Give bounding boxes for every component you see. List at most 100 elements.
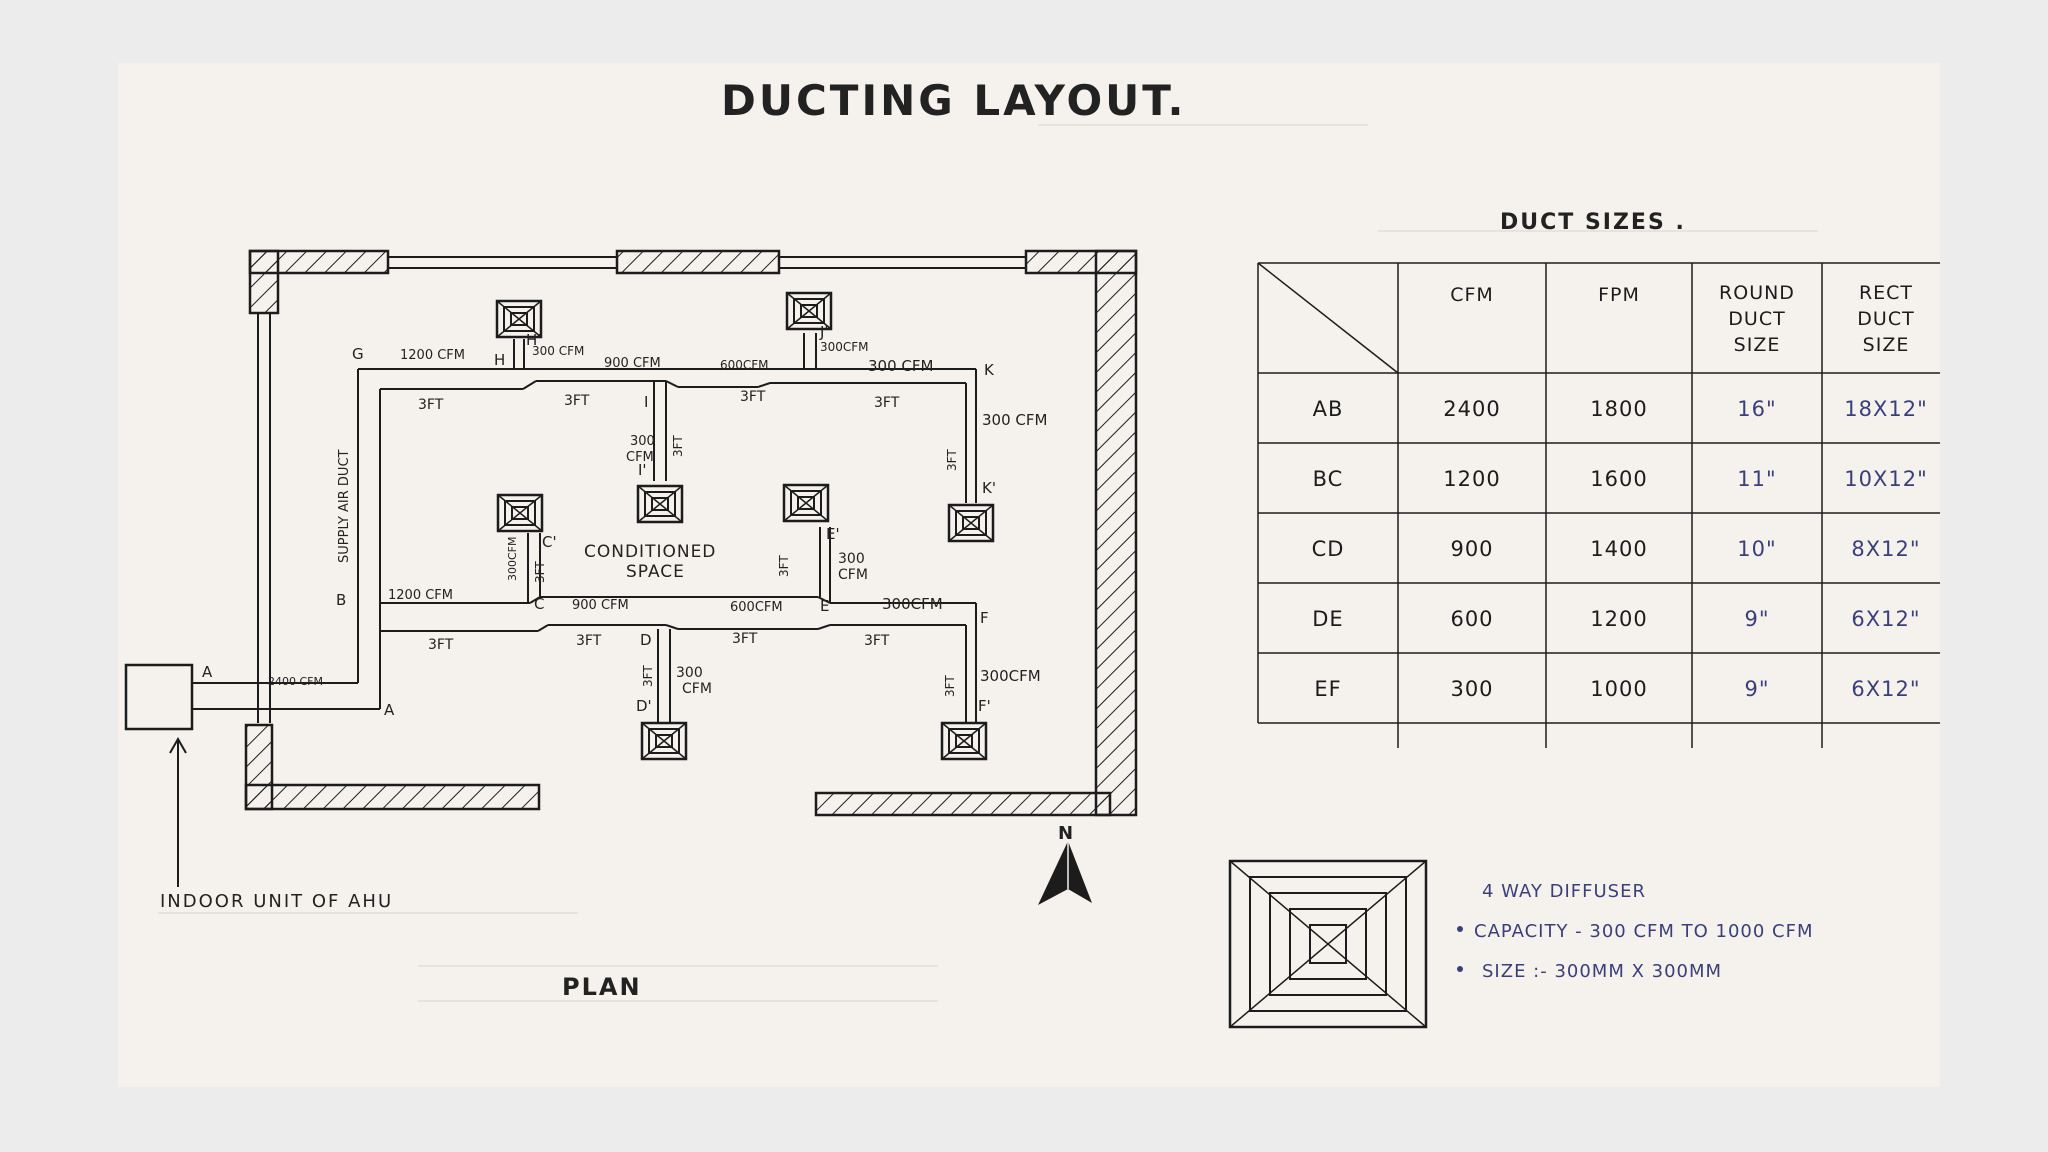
table-header-cell: SIZE (1863, 334, 1910, 356)
table-fpm-cell: 1400 (1590, 537, 1647, 561)
flow-d-prime-1: 300 (676, 665, 703, 681)
indoor-unit-label: INDOOR UNIT OF AHU (160, 891, 393, 912)
ducting-drawing: DUCTING LAYOUT. (124, 76, 1940, 1029)
table-header-cell: DUCT (1728, 308, 1785, 330)
node-c: C (534, 595, 544, 613)
table-corner-diagonal (1257, 262, 1399, 374)
flow-e-f: 300CFM (882, 595, 943, 613)
node-k: K (984, 361, 995, 379)
drawing-title: DUCTING LAYOUT. (721, 76, 1187, 125)
node-a2: A (384, 701, 395, 719)
node-f-prime: F' (978, 697, 991, 715)
building-walls (244, 249, 1138, 817)
table-round-cell: 9" (1744, 607, 1769, 631)
table-round-cell: 9" (1744, 677, 1769, 701)
flow-i-prime-2: CFM (626, 450, 654, 465)
table-round-cell: 10" (1737, 537, 1776, 561)
dim-3ft: 3FT (945, 449, 959, 471)
flow-i-j: 600CFM (720, 358, 769, 372)
legend-size: SIZE :- 300MM X 300MM (1482, 961, 1722, 982)
flow-j-prime: 300CFM (820, 340, 869, 354)
node-g: G (352, 345, 364, 363)
dim-3ft: 3FT (533, 561, 547, 583)
dimension-labels: 3FT 3FT 3FT 3FT 3FT 3FT 3FT 3FT 3FT 3FT … (418, 389, 959, 697)
node-a: A (202, 663, 213, 681)
space-label-line1: CONDITIONED (584, 542, 716, 562)
diffuser-e-prime (782, 483, 830, 523)
table-fpm-cell: 1000 (1590, 677, 1647, 701)
table-fpm-cell: 1800 (1590, 397, 1647, 421)
dim-3ft: 3FT (777, 555, 791, 577)
flow-e-prime-1: 300 (838, 551, 865, 567)
dim-3ft: 3FT (428, 637, 454, 653)
table-header-cell: FPM (1598, 284, 1640, 306)
flow-h-prime: 300 CFM (532, 344, 584, 358)
table-round-cell: 16" (1737, 397, 1776, 421)
space-label-line2: SPACE (626, 562, 685, 582)
node-h-prime: H' (526, 331, 541, 349)
table-segment-cell: DE (1312, 607, 1343, 631)
diffuser-i-prime (636, 484, 684, 524)
node-e: E (820, 597, 829, 615)
node-b: B (336, 591, 346, 609)
four-way-diffuser-icon (1228, 859, 1428, 1029)
flow-e-prime-2: CFM (838, 567, 868, 583)
flow-b-c: 1200 CFM (388, 588, 453, 603)
table-rect-cell: 8X12" (1851, 537, 1920, 561)
table-rect-cell: 6X12" (1851, 677, 1920, 701)
node-d-prime: D' (636, 697, 652, 715)
flow-c-prime: 300CFM (506, 537, 519, 582)
table-rect-cell: 6X12" (1851, 607, 1920, 631)
north-label: N (1058, 823, 1073, 844)
dim-3ft: 3FT (641, 665, 655, 687)
dim-3ft: 3FT (732, 631, 758, 647)
node-j-prime: J' (819, 323, 829, 341)
flow-h-i: 900 CFM (604, 356, 661, 371)
table-cfm-cell: 600 (1450, 607, 1493, 631)
table-cfm-cell: 1200 (1443, 467, 1500, 491)
flow-d-prime-2: CFM (682, 681, 712, 697)
flow-j-k: 300 CFM (868, 357, 933, 375)
dim-3ft: 3FT (671, 435, 685, 457)
diffuser-c-prime (496, 493, 544, 533)
dim-3ft: 3FT (740, 389, 766, 405)
dim-3ft: 3FT (943, 675, 957, 697)
node-c-prime: C' (542, 533, 557, 551)
diffuser-f-prime (940, 721, 988, 761)
table-fpm-cell: 1600 (1590, 467, 1647, 491)
lower-branch-duct (380, 527, 977, 723)
table-segment-cell: BC (1313, 467, 1344, 491)
flow-i-prime-1: 300 (630, 434, 655, 449)
table-header-cell: SIZE (1734, 334, 1781, 356)
dim-3ft: 3FT (864, 633, 890, 649)
diffuser-d-prime (640, 721, 688, 761)
table-header-cell: DUCT (1857, 308, 1914, 330)
dim-3ft: 3FT (418, 397, 444, 413)
flow-f-prime: 300CFM (980, 667, 1041, 685)
diffuser-legend: 4 WAY DIFFUSER CAPACITY - 300 CFM TO 100… (1228, 859, 1813, 1029)
dim-3ft: 3FT (576, 633, 602, 649)
upper-branch-duct (358, 333, 977, 503)
plan-label: PLAN (562, 973, 642, 1001)
table-fpm-cell: 1200 (1590, 607, 1647, 631)
supply-duct-label: SUPPLY AIR DUCT (337, 449, 352, 563)
table-segment-cell: AB (1313, 397, 1344, 421)
node-i-prime: I' (638, 461, 647, 479)
node-f: F (980, 609, 989, 627)
node-k-prime: K' (982, 479, 996, 497)
table-rect-cell: 18X12" (1844, 397, 1928, 421)
table-rect-cell: 10X12" (1844, 467, 1928, 491)
dim-3ft: 3FT (874, 395, 900, 411)
drawing-sheet: DUCTING LAYOUT. (118, 63, 1940, 1087)
flow-k-prime: 300 CFM (982, 411, 1047, 429)
dim-3ft: 3FT (564, 393, 590, 409)
table-header-cell: ROUND (1719, 282, 1795, 304)
legend-heading: 4 WAY DIFFUSER (1482, 881, 1646, 902)
flow-g-h: 1200 CFM (400, 348, 465, 363)
table-segment-cell: EF (1314, 677, 1341, 701)
flow-c-d: 900 CFM (572, 598, 629, 613)
flow-d-e: 600CFM (730, 600, 783, 615)
node-h: H (494, 351, 505, 369)
node-e-prime: E' (826, 525, 840, 543)
